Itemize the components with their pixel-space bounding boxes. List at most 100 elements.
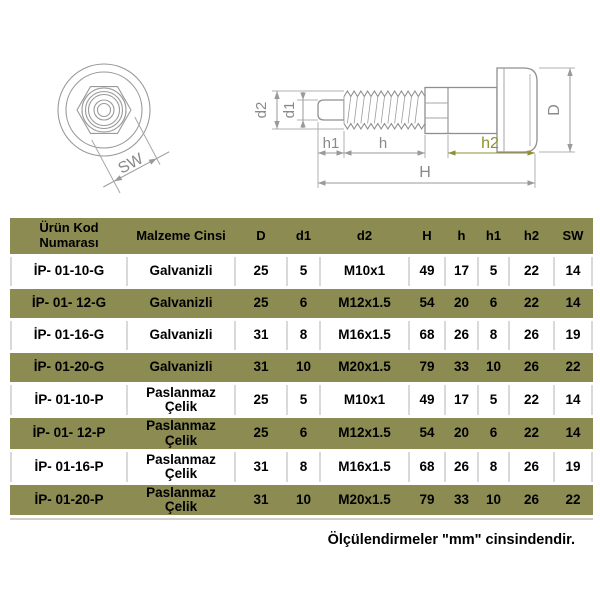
table-cell: 10 — [479, 485, 510, 516]
table-cell: 14 — [555, 289, 593, 318]
col-header-malzeme-cinsi: Malzeme Cinsi — [128, 218, 236, 254]
dimension-D: D — [546, 68, 573, 152]
table-bottom-border — [10, 518, 593, 521]
table-cell: 68 — [410, 451, 446, 483]
table-cell: Paslanmaz Çelik — [128, 385, 236, 416]
table-cell: 5 — [479, 385, 510, 416]
table-cell: 6 — [479, 289, 510, 318]
table-cell: İP- 01-20-P — [10, 485, 128, 516]
table-cell: 22 — [510, 418, 555, 449]
table-cell: 26 — [446, 321, 479, 350]
dimension-H: H — [318, 164, 535, 186]
table-cell: 8 — [288, 321, 321, 350]
table-cell: M16x1.5 — [321, 451, 410, 483]
dimension-d1: d1 — [281, 92, 306, 128]
knurl-ring — [84, 90, 124, 130]
hexagon — [76, 86, 132, 134]
table-cell: İP- 01-10-G — [10, 257, 128, 286]
table-cell: M10x1 — [321, 257, 410, 286]
table-cell: 79 — [410, 485, 446, 516]
table-cell: 5 — [288, 257, 321, 286]
arrow — [113, 175, 123, 182]
table-cell: 10 — [288, 353, 321, 382]
table-cell: 5 — [288, 385, 321, 416]
arrow — [148, 158, 157, 165]
table-cell: 22 — [555, 485, 593, 516]
table-cell: İP- 01- 12-P — [10, 418, 128, 449]
dim-label-H: H — [419, 164, 431, 181]
table-cell: 26 — [446, 451, 479, 483]
table-cell: 6 — [288, 418, 321, 449]
header-row: Ürün Kod Numarası Malzeme Cinsi D d1 d2 … — [10, 218, 593, 254]
knob — [496, 67, 538, 153]
table-cell: 8 — [479, 451, 510, 483]
table-cell: İP- 01-20-G — [10, 353, 128, 382]
table-cell: İP- 01-10-P — [10, 385, 128, 416]
table-cell: 26 — [510, 321, 555, 350]
table-cell: 31 — [236, 353, 288, 382]
plunger-pin — [317, 99, 345, 121]
table-cell: M12x1.5 — [321, 418, 410, 449]
dim-label-d1: d1 — [281, 102, 298, 119]
table-cell: İP- 01- 12-G — [10, 289, 128, 318]
collar-sleeve-body — [424, 86, 498, 135]
table-cell: 22 — [555, 353, 593, 382]
table-cell: 25 — [236, 385, 288, 416]
table-cell: M16x1.5 — [321, 321, 410, 350]
table-cell: 54 — [410, 418, 446, 449]
table-cell: 26 — [510, 485, 555, 516]
dim-label-h: h — [379, 135, 387, 152]
table-cell: 17 — [446, 385, 479, 416]
unit-note: Ölçülendirmeler "mm" cinsindendir. — [327, 532, 575, 549]
table-cell: 6 — [288, 289, 321, 318]
table-cell: 22 — [510, 289, 555, 318]
table-cell: 10 — [479, 353, 510, 382]
technical-drawing: SW — [57, 63, 575, 194]
dimension-h1: h1 — [318, 135, 344, 156]
col-header-h: h — [446, 218, 479, 254]
thread — [343, 89, 426, 131]
table-cell: 25 — [236, 257, 288, 286]
table-cell: Paslanmaz Çelik — [128, 485, 236, 516]
knurl-ring — [87, 93, 121, 127]
table-cell: 54 — [410, 289, 446, 318]
table-cell: 19 — [555, 451, 593, 483]
extension-lines — [272, 67, 575, 188]
knob-outer-circle — [57, 63, 151, 157]
table-cell: İP- 01-16-G — [10, 321, 128, 350]
side-view — [272, 67, 575, 188]
front-view — [57, 63, 151, 157]
table-cell: 26 — [510, 451, 555, 483]
knurl-ring — [81, 87, 127, 133]
col-header-urun-kod: Ürün Kod Numarası — [10, 218, 128, 254]
dimension-d2: d2 — [253, 91, 280, 129]
pin-circle — [93, 99, 115, 121]
table-cell: M20x1.5 — [321, 353, 410, 382]
table-cell: 22 — [510, 257, 555, 286]
table-cell: 8 — [479, 321, 510, 350]
table-cell: 79 — [410, 353, 446, 382]
table-cell: 49 — [410, 257, 446, 286]
table-cell: 26 — [510, 353, 555, 382]
dim-label-D: D — [546, 104, 563, 116]
table-cell: Galvanizli — [128, 353, 236, 382]
table-cell: 17 — [446, 257, 479, 286]
table-cell: 31 — [236, 485, 288, 516]
table-cell: 31 — [236, 321, 288, 350]
table-cell: Galvanizli — [128, 321, 236, 350]
table-cell: 20 — [446, 289, 479, 318]
dimensions: d2 d1 h1 h — [253, 68, 573, 186]
table-cell: 14 — [555, 385, 593, 416]
dimension-h: h — [344, 135, 425, 156]
table-cell: 6 — [479, 418, 510, 449]
table-cell: M12x1.5 — [321, 289, 410, 318]
dim-label-sw: SW — [116, 150, 148, 178]
dim-label-d2: d2 — [253, 102, 270, 119]
